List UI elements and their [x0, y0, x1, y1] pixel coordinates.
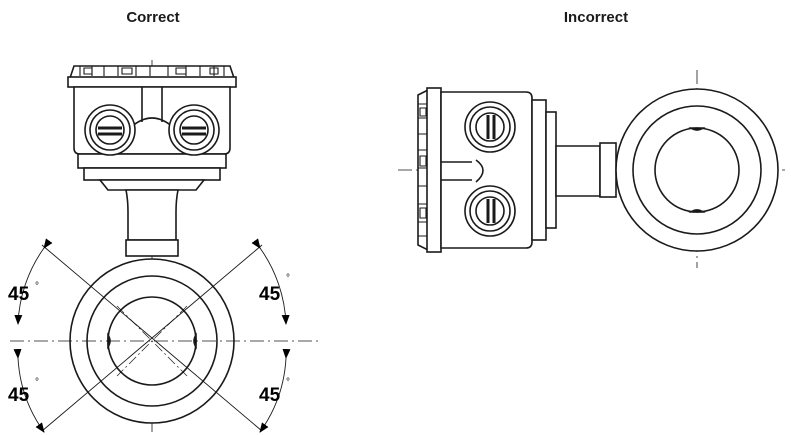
- degree-symbol-bottom-left: °: [35, 377, 39, 388]
- correct-meter: [10, 60, 320, 432]
- cable-gland-right: [168, 104, 220, 156]
- degree-symbol-top-right: °: [286, 273, 290, 284]
- neck-rotated: [555, 142, 617, 198]
- degree-symbol-bottom-right: °: [286, 377, 290, 388]
- correct-heading: Correct: [126, 9, 180, 26]
- angle-label-top-right: 45: [259, 284, 281, 305]
- housing-cap-rotated: [417, 87, 442, 253]
- degree-symbol-top-left: °: [35, 281, 39, 292]
- angle-label-top-left: 45: [8, 284, 30, 305]
- housing-cap: [67, 65, 237, 88]
- incorrect-meter: [398, 70, 785, 268]
- flow-tube-rotated: [615, 88, 779, 252]
- cable-gland-top-rotated: [464, 101, 516, 153]
- angle-label-bottom-left: 45: [8, 385, 30, 406]
- cable-gland-bottom-rotated: [464, 185, 516, 237]
- neck: [125, 189, 179, 257]
- incorrect-heading: Incorrect: [563, 9, 629, 26]
- angle-label-bottom-right: 45: [259, 385, 281, 406]
- angle-indicators: [13, 238, 291, 433]
- cable-gland-left: [84, 104, 136, 156]
